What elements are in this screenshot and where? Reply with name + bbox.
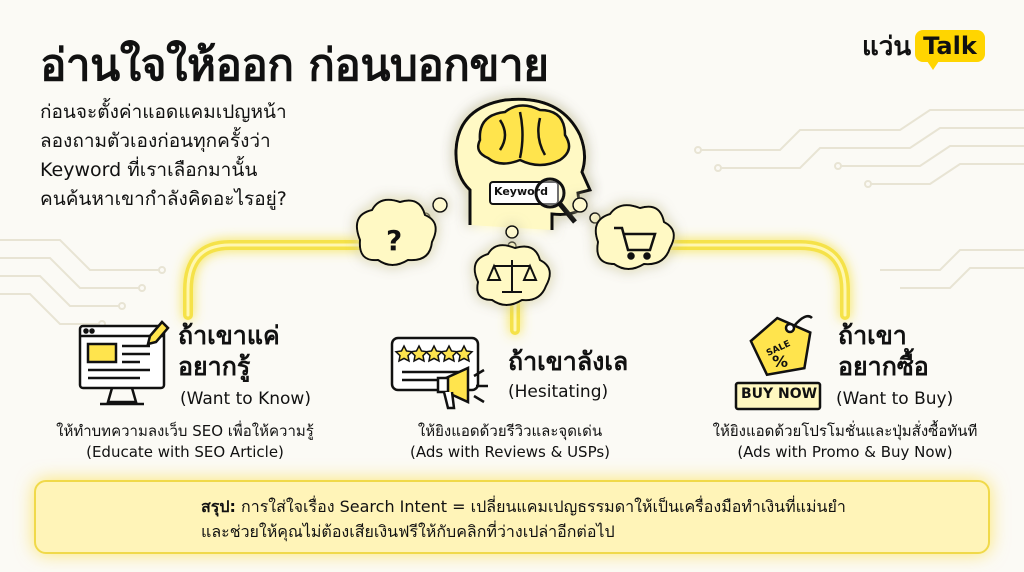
sale-tag-icon <box>749 315 813 377</box>
case-hesitate-desc: ให้ยิงแอดด้วยรีวิวและจุดเด่น (Ads with R… <box>370 421 650 463</box>
summary-line1-text: การใส่ใจเรื่อง Search Intent = เปลี่ยนแค… <box>241 497 846 516</box>
case-buy-desc: ให้ยิงแอดด้วยโปรโมชั่นและปุ่มสั่งซื้อทัน… <box>680 421 1010 463</box>
question-icon: ? <box>386 224 402 257</box>
intro-text: ก่อนจะตั้งค่าแอดแคมเปญหน้า ลองถามตัวเองก… <box>40 98 370 214</box>
case-desc-line: (Ads with Reviews & USPs) <box>409 443 611 461</box>
thought-bubble-question <box>356 198 437 266</box>
case-know-desc: ให้ทำบทความลงเว็บ SEO เพื่อให้ความรู้ (E… <box>20 421 350 463</box>
megaphone-icon <box>436 366 488 410</box>
keyword-tag <box>489 181 559 205</box>
case-heading-line: ถ้าเขา <box>838 321 907 350</box>
circuit-lines-right <box>694 109 1024 289</box>
cart-icon <box>614 226 657 260</box>
case-heading-line: ถ้าเขาแค่ <box>178 321 280 350</box>
case-desc-line: ให้ทำบทความลงเว็บ SEO เพื่อให้ความรู้ <box>56 422 314 440</box>
sale-percent-label: % <box>772 352 789 371</box>
computer-article-icon <box>78 320 170 406</box>
keyword-tag-label: Keyword <box>494 185 548 198</box>
logo-talk-badge: Talk <box>915 30 985 70</box>
summary-box: สรุป: การใส่ใจเรื่อง Search Intent = เปล… <box>34 480 990 554</box>
thought-bubble-cart <box>594 204 675 270</box>
case-know-heading: ถ้าเขาแค่ อยากรู้ <box>178 320 280 382</box>
logo-brand-text: แว่น <box>862 31 912 62</box>
summary-line2-text: และช่วยให้คุณไม่ต้องเสียเงินฟรีให้กับคลิ… <box>201 522 615 541</box>
case-heading-line: อยากซื้อ <box>838 352 929 381</box>
summary-line-1: สรุป: การใส่ใจเรื่อง Search Intent = เปล… <box>201 494 981 519</box>
page-title: อ่านใจให้ออก ก่อนบอกขาย <box>40 40 549 91</box>
scale-icon <box>486 260 538 293</box>
magnifier-icon <box>534 177 577 224</box>
case-heading-line: ถ้าเขาลังเล <box>508 347 629 376</box>
case-desc-line: ให้ยิงแอดด้วยรีวิวและจุดเด่น <box>417 422 603 440</box>
circuit-lines-left <box>0 239 166 328</box>
intro-line: ก่อนจะตั้งค่าแอดแคมเปญหน้า <box>40 101 287 123</box>
case-desc-line: (Ads with Promo & Buy Now) <box>737 443 953 461</box>
intro-line: คนค้นหาเขากำลังคิดอะไรอยู่? <box>40 188 287 210</box>
buy-now-label: BUY NOW <box>741 386 818 402</box>
case-hesitate-heading: ถ้าเขาลังเล <box>508 346 628 377</box>
case-buy-heading: ถ้าเขา อยากซื้อ <box>838 320 929 382</box>
brand-logo: แว่น Talk <box>862 24 985 70</box>
intro-line: ลองถามตัวเองก่อนทุกครั้งว่า <box>40 130 271 152</box>
case-buy-sub: (Want to Buy) <box>836 389 954 409</box>
summary-text: สรุป: การใส่ใจเรื่อง Search Intent = เปล… <box>201 494 981 544</box>
case-know-sub: (Want to Know) <box>180 389 311 409</box>
case-desc-line: ให้ยิงแอดด้วยโปรโมชั่นและปุ่มสั่งซื้อทัน… <box>712 422 978 440</box>
case-heading-line: อยากรู้ <box>178 352 251 381</box>
intro-line: Keyword ที่เราเลือกมานั้น <box>40 159 258 181</box>
case-hesitate-sub: (Hesitating) <box>508 382 609 402</box>
brain-icon <box>477 104 571 167</box>
buy-now-badge <box>734 381 822 411</box>
summary-label: สรุป: <box>201 497 236 516</box>
case-desc-line: (Educate with SEO Article) <box>86 443 284 461</box>
